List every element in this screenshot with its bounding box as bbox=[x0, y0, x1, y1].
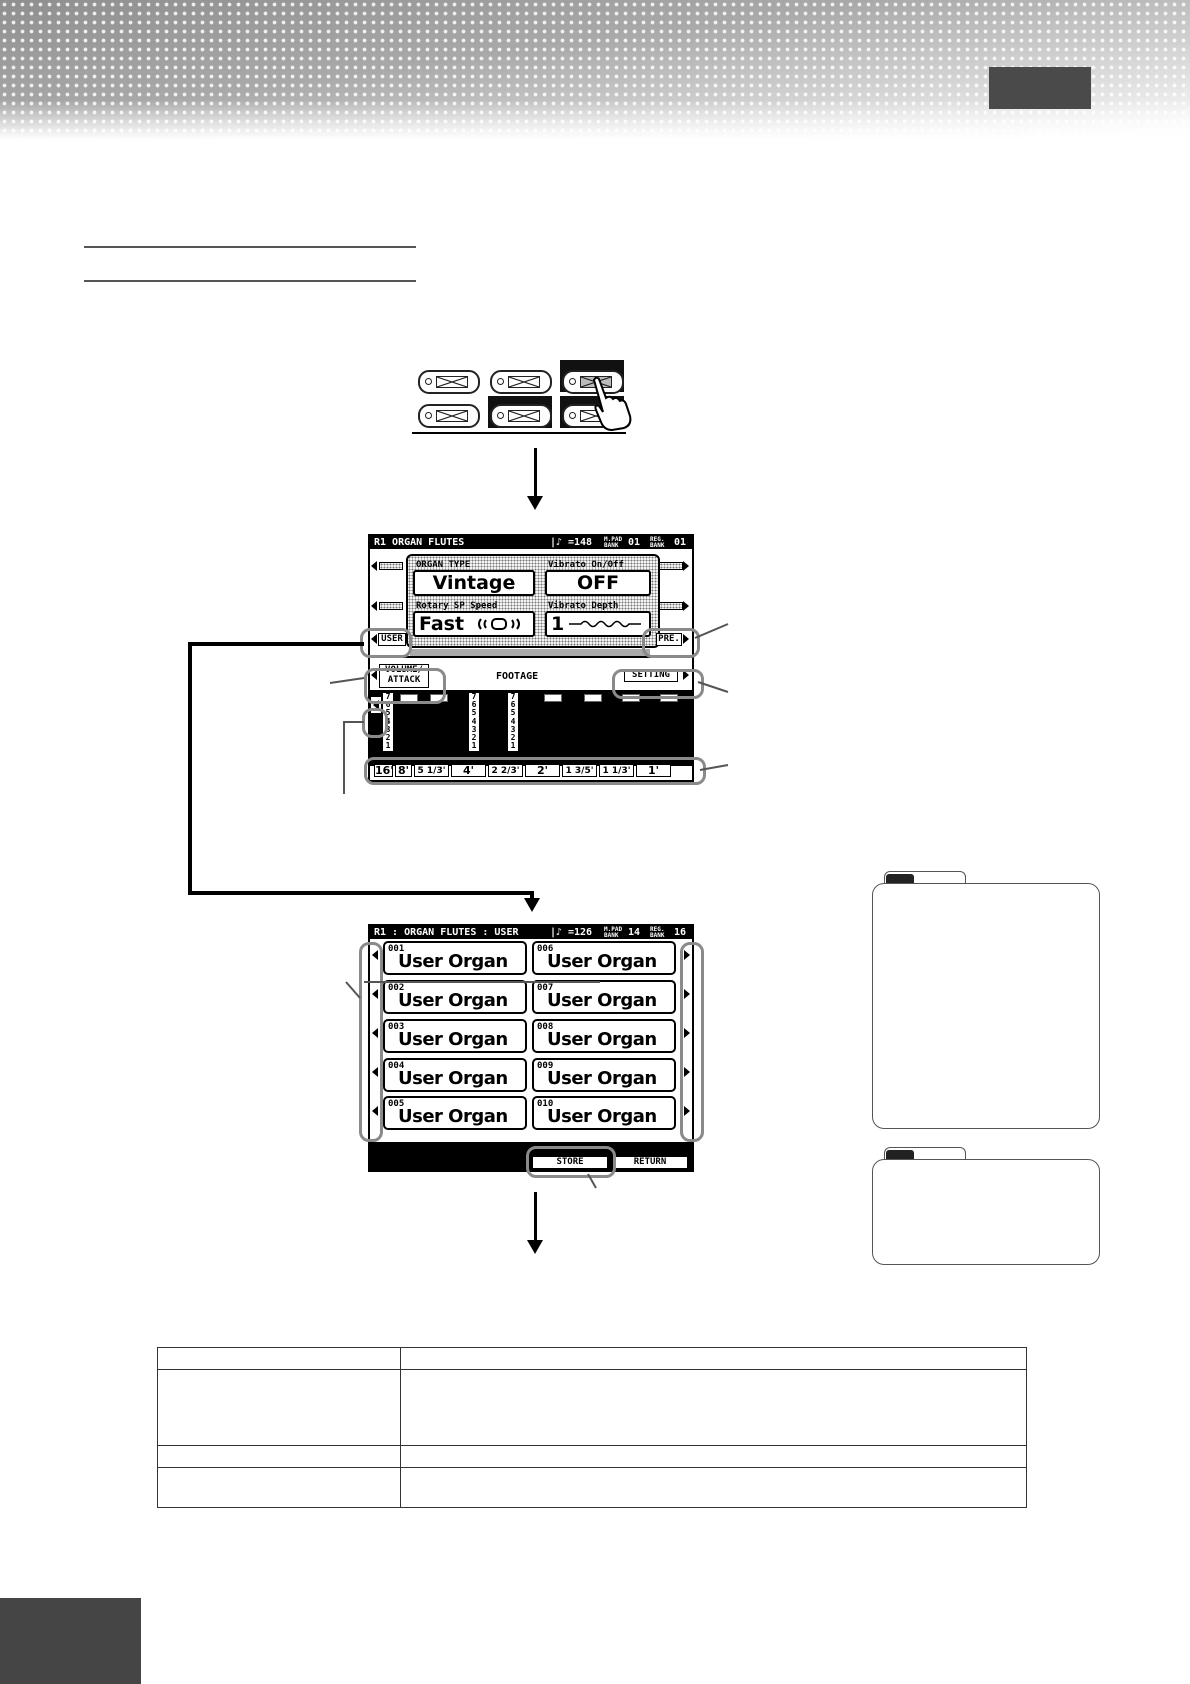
rotary-label: Rotary SP Speed bbox=[416, 601, 497, 611]
lcd-title-bar: R1 : ORGAN FLUTES : USER |♪ =126 M.PAD B… bbox=[370, 926, 692, 939]
vibrato-field[interactable]: OFF bbox=[545, 570, 651, 596]
screen-title: R1 : ORGAN FLUTES : USER bbox=[374, 926, 519, 939]
right-arrow-icon[interactable] bbox=[683, 601, 689, 611]
section-rule-bottom bbox=[84, 280, 416, 282]
info-table bbox=[157, 1347, 1027, 1508]
panel-button[interactable] bbox=[418, 370, 480, 394]
pointing-hand-icon bbox=[584, 372, 644, 432]
panel-button[interactable] bbox=[418, 404, 480, 428]
flow-arrow bbox=[534, 1192, 537, 1242]
callout-lines bbox=[340, 974, 600, 1204]
right-arrow-icon[interactable] bbox=[683, 561, 689, 571]
depth-label: Vibrato Depth bbox=[548, 601, 618, 611]
organ-type-field[interactable]: Vintage bbox=[413, 570, 535, 596]
screen-title: R1 ORGAN FLUTES bbox=[374, 536, 464, 549]
metronome-icon: |♪ bbox=[550, 536, 562, 549]
side-button-marker[interactable] bbox=[379, 602, 403, 610]
metronome-icon: |♪ bbox=[550, 926, 562, 939]
side-button-marker[interactable] bbox=[379, 562, 403, 570]
table-row bbox=[158, 1468, 1027, 1508]
note-box bbox=[872, 883, 1100, 1129]
left-arrow-icon[interactable] bbox=[371, 561, 377, 571]
flow-arrow-head bbox=[527, 496, 543, 510]
panel-underline bbox=[412, 432, 626, 434]
chapter-tab bbox=[989, 67, 1091, 109]
entry-name: User Organ bbox=[398, 951, 508, 972]
organ-type-value: Vintage bbox=[415, 572, 533, 594]
vibrato-value: OFF bbox=[547, 572, 649, 594]
return-button[interactable]: RETURN bbox=[612, 1156, 688, 1169]
tempo-value: =126 bbox=[568, 926, 592, 939]
tempo-value: =148 bbox=[568, 536, 592, 549]
panel-button[interactable] bbox=[490, 404, 552, 428]
organ-type-label: ORGAN TYPE bbox=[416, 560, 470, 570]
lcd-title-bar: R1 ORGAN FLUTES |♪ =148 M.PAD BANK 01 RE… bbox=[370, 536, 692, 549]
entry-name: User Organ bbox=[547, 951, 657, 972]
panel-buttons bbox=[412, 358, 652, 438]
panel-button[interactable] bbox=[490, 370, 552, 394]
reg-label: REG. BANK bbox=[650, 537, 664, 549]
reg-label: REG. BANK bbox=[650, 927, 664, 939]
user-voice-entry[interactable]: 006 User Organ bbox=[532, 941, 676, 975]
table-row bbox=[158, 1446, 1027, 1468]
flow-connector bbox=[184, 636, 544, 916]
highlight-right-column bbox=[680, 942, 704, 1142]
vibrato-label: Vibrato On/Off bbox=[548, 560, 624, 570]
flow-arrow-head bbox=[527, 1240, 543, 1254]
reg-value: 16 bbox=[674, 926, 686, 939]
table-row bbox=[158, 1370, 1027, 1446]
table-row bbox=[158, 1348, 1027, 1370]
mpad-value: 14 bbox=[628, 926, 640, 939]
user-voice-entry[interactable]: 001 User Organ bbox=[383, 941, 527, 975]
section-rule-top bbox=[84, 246, 416, 248]
reg-value: 01 bbox=[674, 536, 686, 549]
left-arrow-icon[interactable] bbox=[371, 601, 377, 611]
mpad-label: M.PAD BANK bbox=[604, 537, 622, 549]
page-corner-block bbox=[0, 1598, 141, 1684]
flow-arrow bbox=[534, 448, 537, 498]
side-button-marker[interactable] bbox=[659, 562, 683, 570]
side-button-marker[interactable] bbox=[659, 602, 683, 610]
mpad-label: M.PAD BANK bbox=[604, 927, 622, 939]
mpad-value: 01 bbox=[628, 536, 640, 549]
note-box bbox=[872, 1159, 1100, 1265]
